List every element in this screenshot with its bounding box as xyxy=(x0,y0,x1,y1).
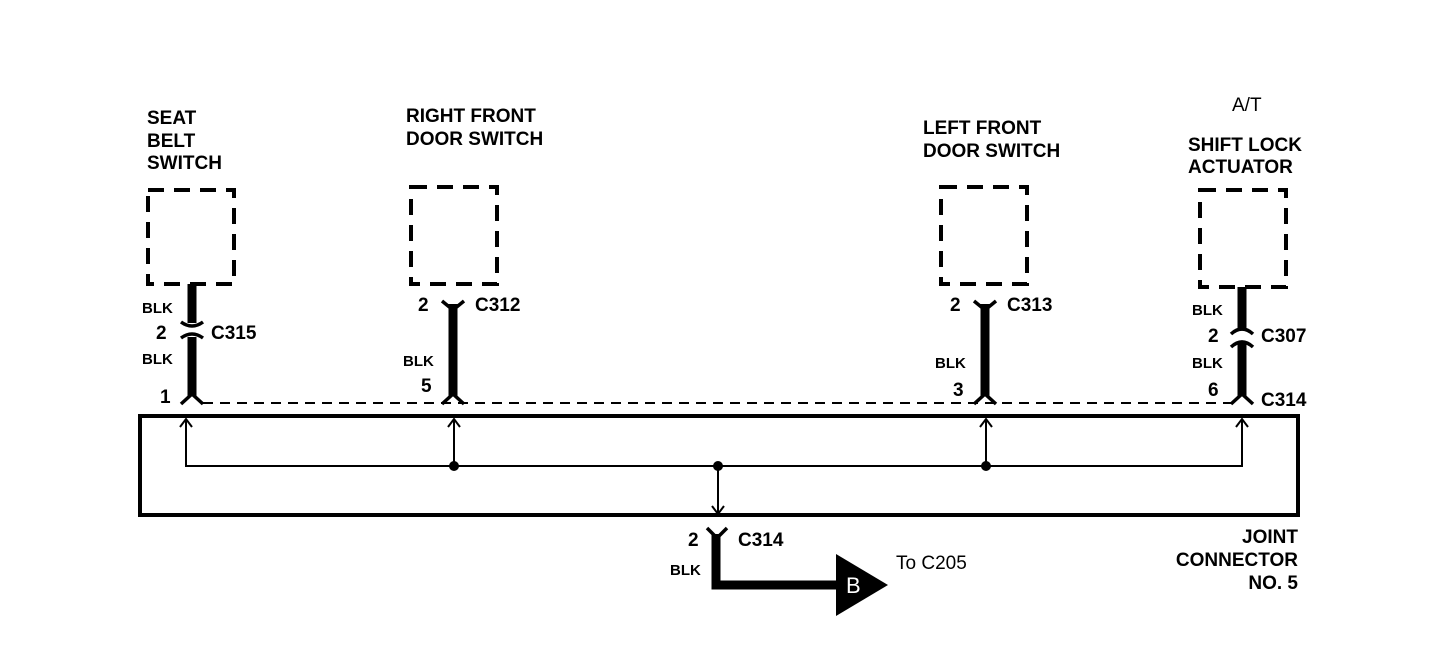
to-c205-label: To C205 xyxy=(896,553,967,574)
joint-connector-box xyxy=(138,414,1300,517)
left-front-door-switch-label: LEFT FRONT DOOR SWITCH xyxy=(923,118,1060,162)
left-front-door-wire xyxy=(972,299,998,406)
joint-pin-5: 5 xyxy=(421,376,432,397)
svg-text:SEAT: SEAT xyxy=(147,108,197,129)
c314-label-bottom: C314 xyxy=(738,530,784,551)
svg-text:LEFT FRONT: LEFT FRONT xyxy=(923,118,1042,139)
seat-belt-switch-label: SEAT BELT SWITCH xyxy=(147,108,222,174)
seat-belt-wire xyxy=(179,284,205,406)
seat-belt-switch-box xyxy=(146,188,236,286)
svg-text:BELT: BELT xyxy=(147,131,196,152)
c312-label: C312 xyxy=(475,295,520,316)
right-front-door-switch-label: RIGHT FRONT DOOR SWITCH xyxy=(406,106,543,150)
svg-text:DOOR SWITCH: DOOR SWITCH xyxy=(406,129,543,150)
svg-text:RIGHT FRONT: RIGHT FRONT xyxy=(406,106,536,127)
svg-text:SWITCH: SWITCH xyxy=(147,153,222,174)
c315-label: C315 xyxy=(211,323,257,344)
right-front-door-wire-color: BLK xyxy=(403,353,434,370)
c312-pin: 2 xyxy=(418,295,429,316)
output-pin: 2 xyxy=(688,530,699,551)
shift-lock-actuator-label: A/T SHIFT LOCK ACTUATOR xyxy=(1188,95,1302,178)
shift-lock-actuator-box xyxy=(1198,188,1288,289)
output-wire xyxy=(705,526,888,616)
svg-text:DOOR SWITCH: DOOR SWITCH xyxy=(923,141,1060,162)
c315-pin: 2 xyxy=(156,323,167,344)
svg-text:JOINT: JOINT xyxy=(1242,527,1298,548)
joint-connector-label: JOINT CONNECTOR NO. 5 xyxy=(1176,527,1299,594)
svg-text:NO. 5: NO. 5 xyxy=(1248,573,1298,594)
c314-label-top: C314 xyxy=(1261,390,1307,411)
seat-belt-wire-color-bottom: BLK xyxy=(142,351,173,368)
shift-lock-wire-color-bottom: BLK xyxy=(1192,355,1223,372)
c313-label: C313 xyxy=(1007,295,1052,316)
joint-connector-bus xyxy=(179,417,1249,516)
svg-text:A/T: A/T xyxy=(1232,95,1262,116)
c307-label: C307 xyxy=(1261,326,1306,347)
svg-text:ACTUATOR: ACTUATOR xyxy=(1188,157,1293,178)
svg-text:CONNECTOR: CONNECTOR xyxy=(1176,550,1298,571)
shift-lock-wire xyxy=(1229,287,1255,406)
right-front-door-switch-box xyxy=(409,185,499,286)
c313-pin: 2 xyxy=(950,295,961,316)
joint-pin-3: 3 xyxy=(953,380,964,401)
seat-belt-wire-color-top: BLK xyxy=(142,300,173,317)
left-front-door-wire-color: BLK xyxy=(935,355,966,372)
left-front-door-switch-box xyxy=(939,185,1029,286)
shift-lock-wire-color-top: BLK xyxy=(1192,302,1223,319)
right-front-door-wire xyxy=(440,299,466,406)
joint-pin-6: 6 xyxy=(1208,380,1219,401)
arrow-b-label: B xyxy=(846,573,861,598)
joint-pin-1: 1 xyxy=(160,387,171,408)
c307-pin: 2 xyxy=(1208,326,1219,347)
svg-text:SHIFT LOCK: SHIFT LOCK xyxy=(1188,135,1302,156)
output-wire-color: BLK xyxy=(670,562,701,579)
